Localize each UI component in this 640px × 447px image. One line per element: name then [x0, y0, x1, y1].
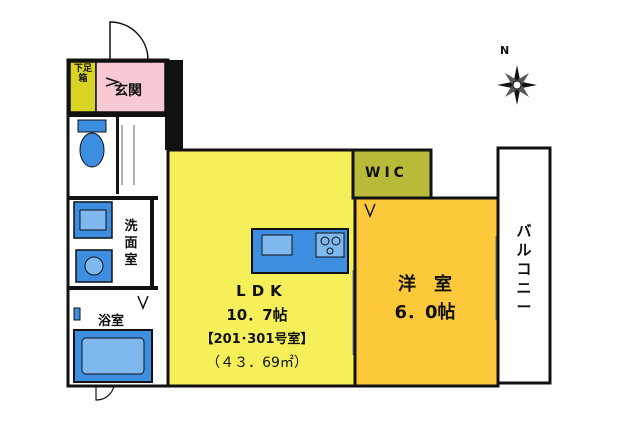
entrance-area	[95, 61, 166, 113]
washbasin-bowl	[79, 209, 107, 231]
kitchen-sink	[261, 234, 293, 256]
ldk-area-label: （４３．69㎡）	[206, 355, 308, 371]
shoe-cabinet-area	[69, 61, 97, 113]
bath-door-mark	[137, 295, 149, 310]
toilet-tank	[77, 119, 107, 133]
shoe-cabinet-label: 下足箱	[73, 64, 92, 84]
bathroom-label: 浴室	[98, 314, 125, 329]
compass-rose	[497, 65, 537, 105]
compass-north-label: N	[500, 44, 510, 57]
stove	[315, 232, 345, 258]
shower-faucet	[73, 307, 81, 321]
western-door-mark	[364, 203, 376, 218]
entrance-label: 玄関	[114, 83, 142, 99]
western-room-label: 洋 室	[398, 274, 452, 295]
western-room-area	[353, 196, 500, 388]
toilet-bowl	[79, 132, 105, 168]
wall-segment	[68, 196, 158, 200]
entrance-step-mark	[105, 77, 121, 87]
burner	[326, 247, 334, 255]
bath-door-swing	[95, 385, 115, 401]
burner	[320, 236, 330, 246]
wic-label: WIC	[365, 165, 408, 181]
ldk-label: LDK	[236, 282, 288, 300]
wall-block	[165, 60, 183, 150]
ldk-units-label: 【201･301号室】	[200, 332, 314, 347]
ldk-size-label: 10．7帖	[226, 306, 288, 324]
wall-segment	[150, 200, 154, 290]
western-room-size-label: 6．0帖	[394, 302, 456, 323]
entrance-door-swing	[109, 21, 149, 61]
washroom-label: 洗面室	[124, 219, 138, 268]
burner	[331, 236, 341, 246]
balcony-label: バルコニー	[516, 222, 532, 316]
wall-segment	[116, 112, 119, 194]
washing-machine-drum	[84, 256, 104, 276]
wall-segment	[68, 286, 158, 290]
bathtub-basin	[81, 337, 145, 375]
